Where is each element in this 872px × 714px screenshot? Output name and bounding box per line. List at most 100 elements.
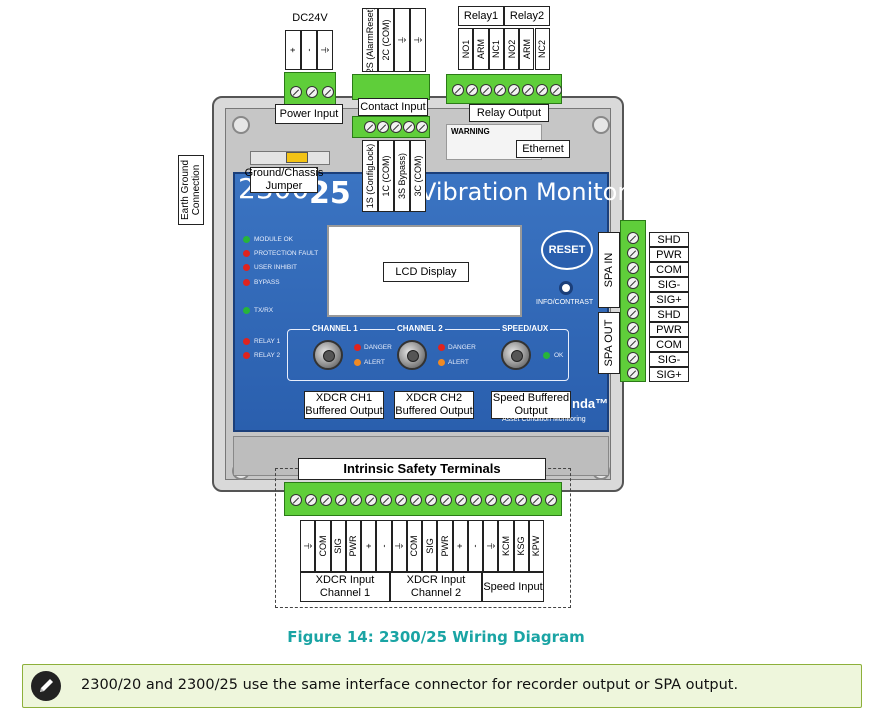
- spa-in-frame: [598, 232, 620, 308]
- figure-caption: Figure 14: 2300/25 Wiring Diagram: [287, 628, 585, 646]
- spa-out-frame: [598, 312, 620, 374]
- intrinsic-pin-label: +: [452, 520, 468, 572]
- channel2-connector-icon: [397, 340, 427, 370]
- contact-pin-label: 2C (COM): [378, 8, 394, 72]
- relay1-title: Relay1: [458, 6, 504, 26]
- relay2-title: Relay2: [504, 6, 550, 26]
- spa-pin-label: SIG-: [649, 352, 689, 367]
- intrinsic-pin-label: ⏚: [300, 520, 316, 572]
- terminal-screw-icon: [322, 86, 334, 98]
- intrinsic-pin-label: PWR: [345, 520, 361, 572]
- terminal-screw-icon: [403, 121, 415, 133]
- contact-terminal-top: [352, 74, 430, 100]
- ethernet-label: Ethernet: [516, 140, 570, 158]
- status-led-icon: [243, 307, 250, 314]
- spa-pin-label: SHD: [649, 232, 689, 247]
- ch2-alert-led: [438, 359, 445, 366]
- relay-pin-label: NO1: [458, 28, 474, 70]
- status-led-label: USER INHIBIT: [254, 264, 297, 271]
- status-led-label: BYPASS: [254, 279, 280, 286]
- spa-pin-label: COM: [649, 337, 689, 352]
- reset-button[interactable]: RESET: [541, 230, 593, 270]
- status-led-label: TX/RX: [254, 307, 274, 314]
- terminal-screw-icon: [425, 494, 437, 506]
- terminal-screw-icon: [627, 277, 639, 289]
- pencil-icon: [31, 671, 61, 701]
- terminal-screw-icon: [627, 337, 639, 349]
- terminal-screw-icon: [395, 494, 407, 506]
- contact-pin-label: 3C (COM): [410, 140, 426, 212]
- terminal-screw-icon: [290, 494, 302, 506]
- intrinsic-pin-label: COM: [406, 520, 422, 572]
- terminal-screw-icon: [350, 494, 362, 506]
- terminal-screw-icon: [305, 494, 317, 506]
- spa-pin-label: PWR: [649, 322, 689, 337]
- terminal-screw-icon: [364, 121, 376, 133]
- intrinsic-pin-label: ⏚: [391, 520, 407, 572]
- power-title: DC24V: [286, 8, 334, 28]
- status-led-icon: [243, 279, 250, 286]
- status-led-icon: [243, 352, 250, 359]
- status-led-icon: [243, 236, 250, 243]
- intrinsic-pin-label: KSG: [513, 520, 529, 572]
- info-contrast-button[interactable]: [559, 281, 573, 295]
- terminal-screw-icon: [455, 494, 467, 506]
- ch1-danger-label: DANGER: [364, 344, 392, 351]
- intrinsic-label: Intrinsic Safety Terminals: [298, 458, 546, 480]
- note-box: 2300/20 and 2300/25 use the same interfa…: [22, 664, 862, 708]
- power-pin-label: ⏚: [317, 30, 333, 70]
- terminal-screw-icon: [627, 262, 639, 274]
- terminal-screw-icon: [627, 352, 639, 364]
- terminal-screw-icon: [480, 84, 492, 96]
- terminal-screw-icon: [365, 494, 377, 506]
- xdcr-ch2-output-label: XDCR CH2 Buffered Output: [394, 391, 474, 419]
- intrinsic-pin-label: COM: [315, 520, 331, 572]
- jumper-label: Ground/Chassis Jumper: [244, 167, 324, 193]
- terminal-screw-icon: [335, 494, 347, 506]
- terminal-screw-icon: [550, 84, 562, 96]
- reset-label: RESET: [548, 244, 586, 256]
- power-pin-label: -: [301, 30, 317, 70]
- ch2-alert-label: ALERT: [448, 359, 469, 366]
- xdcr-ch1-output-label: XDCR CH1 Buffered Output: [304, 391, 384, 419]
- jumper-icon: [286, 152, 308, 163]
- channel2-label: CHANNEL 2: [395, 324, 445, 333]
- brand-subtitle: Asset Condition Monitoring: [502, 416, 586, 423]
- power-pin-label: +: [285, 30, 301, 70]
- channel1-label: CHANNEL 1: [310, 324, 360, 333]
- intrinsic-pin-label: ⏚: [483, 520, 499, 572]
- relay-output-label: Relay Output: [469, 104, 549, 122]
- lcd-display-label: LCD Display: [383, 262, 469, 282]
- earth-ground-label: Earth Ground Connection: [178, 155, 204, 225]
- status-led-label: RELAY 2: [254, 352, 281, 359]
- terminal-screw-icon: [416, 121, 428, 133]
- terminal-screw-icon: [515, 494, 527, 506]
- terminal-screw-icon: [380, 494, 392, 506]
- intrinsic-pin-label: SIG: [422, 520, 438, 572]
- relay-pin-label: NC2: [534, 28, 550, 70]
- ch2-danger-led: [438, 344, 445, 351]
- terminal-screw-icon: [494, 84, 506, 96]
- terminal-screw-icon: [627, 307, 639, 319]
- intrinsic-group-speed: Speed Input: [482, 572, 544, 602]
- terminal-screw-icon: [377, 121, 389, 133]
- contact-pin-label: 1S (ConfigLock): [362, 140, 378, 212]
- terminal-screw-icon: [470, 494, 482, 506]
- intrinsic-pin-label: +: [361, 520, 377, 572]
- speed-aux-label: SPEED/AUX: [500, 324, 551, 333]
- terminal-screw-icon: [306, 86, 318, 98]
- terminal-screw-icon: [627, 322, 639, 334]
- terminal-screw-icon: [500, 494, 512, 506]
- terminal-screw-icon: [508, 84, 520, 96]
- relay-pin-label: ARM: [519, 28, 535, 70]
- speed-ok-led: [543, 352, 550, 359]
- terminal-screw-icon: [627, 232, 639, 244]
- spa-out-label: SPA OUT: [603, 319, 615, 367]
- contact-pin-label: ⏚: [394, 8, 410, 72]
- terminal-screw-icon: [440, 494, 452, 506]
- spa-pin-label: PWR: [649, 247, 689, 262]
- intrinsic-group-ch1: XDCR Input Channel 1: [300, 572, 390, 602]
- terminal-screw-icon: [410, 494, 422, 506]
- intrinsic-pin-label: KPW: [528, 520, 544, 572]
- terminal-screw-icon: [627, 292, 639, 304]
